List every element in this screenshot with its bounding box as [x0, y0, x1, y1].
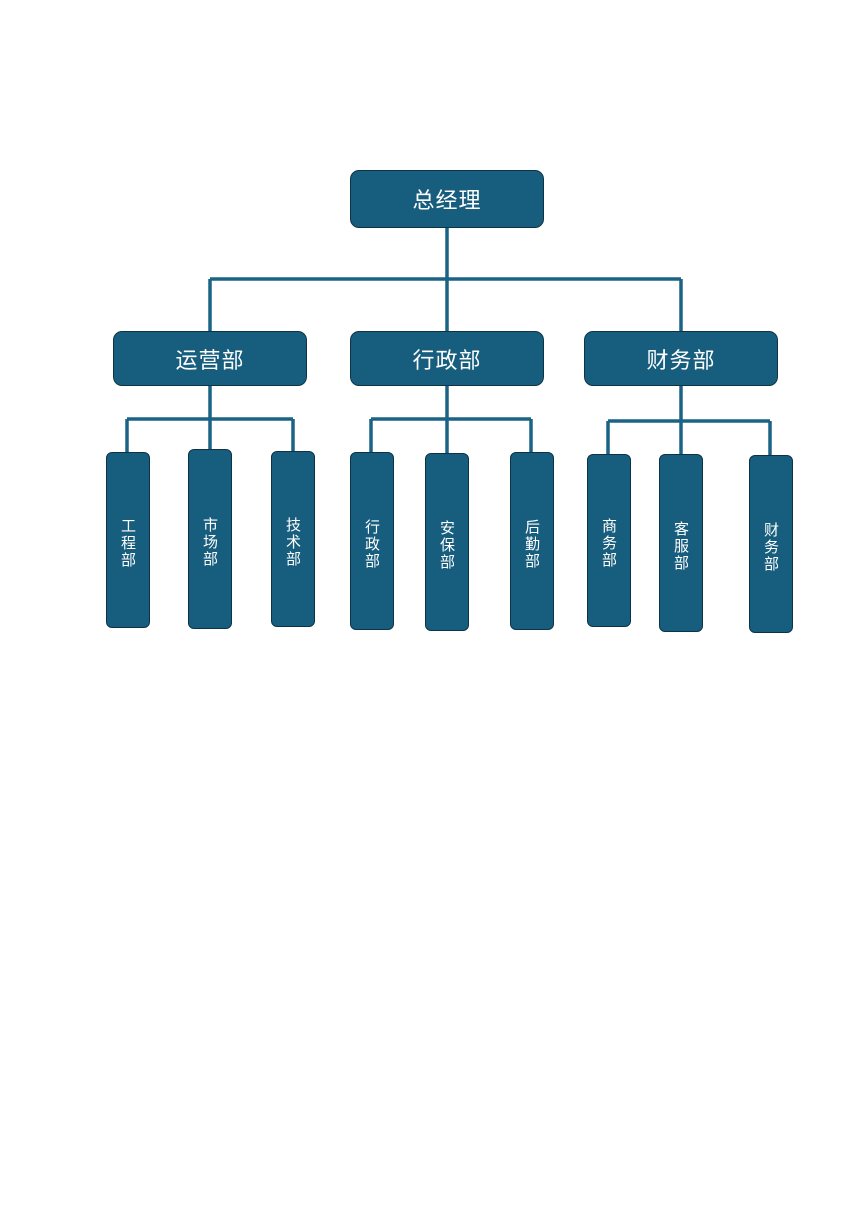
sub-label: 后勤部 — [523, 518, 541, 570]
sub-label: 安保部 — [438, 519, 456, 571]
sub-node-marketing[interactable]: 市场部 — [188, 449, 232, 629]
sub-label: 行政部 — [363, 518, 381, 570]
sub-label: 工程部 — [119, 517, 137, 569]
sub-node-administration[interactable]: 行政部 — [350, 452, 394, 630]
sub-label: 商务部 — [600, 518, 618, 569]
sub-node-security[interactable]: 安保部 — [425, 453, 469, 631]
sub-label: 市场部 — [201, 516, 219, 568]
sub-node-finance[interactable]: 财务部 — [749, 455, 793, 633]
dept-label: 财务部 — [646, 348, 716, 374]
sub-node-logistics[interactable]: 后勤部 — [510, 452, 554, 630]
sub-label: 技术部 — [284, 516, 302, 568]
dept-node-finance[interactable]: 财务部 — [584, 331, 778, 386]
root-node[interactable]: 总经理 — [350, 170, 544, 228]
dept-label: 运营部 — [175, 348, 245, 374]
sub-label: 财务部 — [762, 521, 780, 573]
dept-node-administration[interactable]: 行政部 — [350, 331, 544, 386]
sub-node-engineering[interactable]: 工程部 — [106, 452, 150, 628]
sub-label: 客服部 — [672, 520, 690, 572]
dept-label: 行政部 — [412, 348, 482, 374]
sub-node-customer-service[interactable]: 客服部 — [659, 454, 703, 632]
root-label: 总经理 — [412, 189, 482, 214]
dept-node-operations[interactable]: 运营部 — [113, 331, 307, 386]
sub-node-business[interactable]: 商务部 — [587, 454, 631, 627]
sub-node-technology[interactable]: 技术部 — [271, 451, 315, 627]
